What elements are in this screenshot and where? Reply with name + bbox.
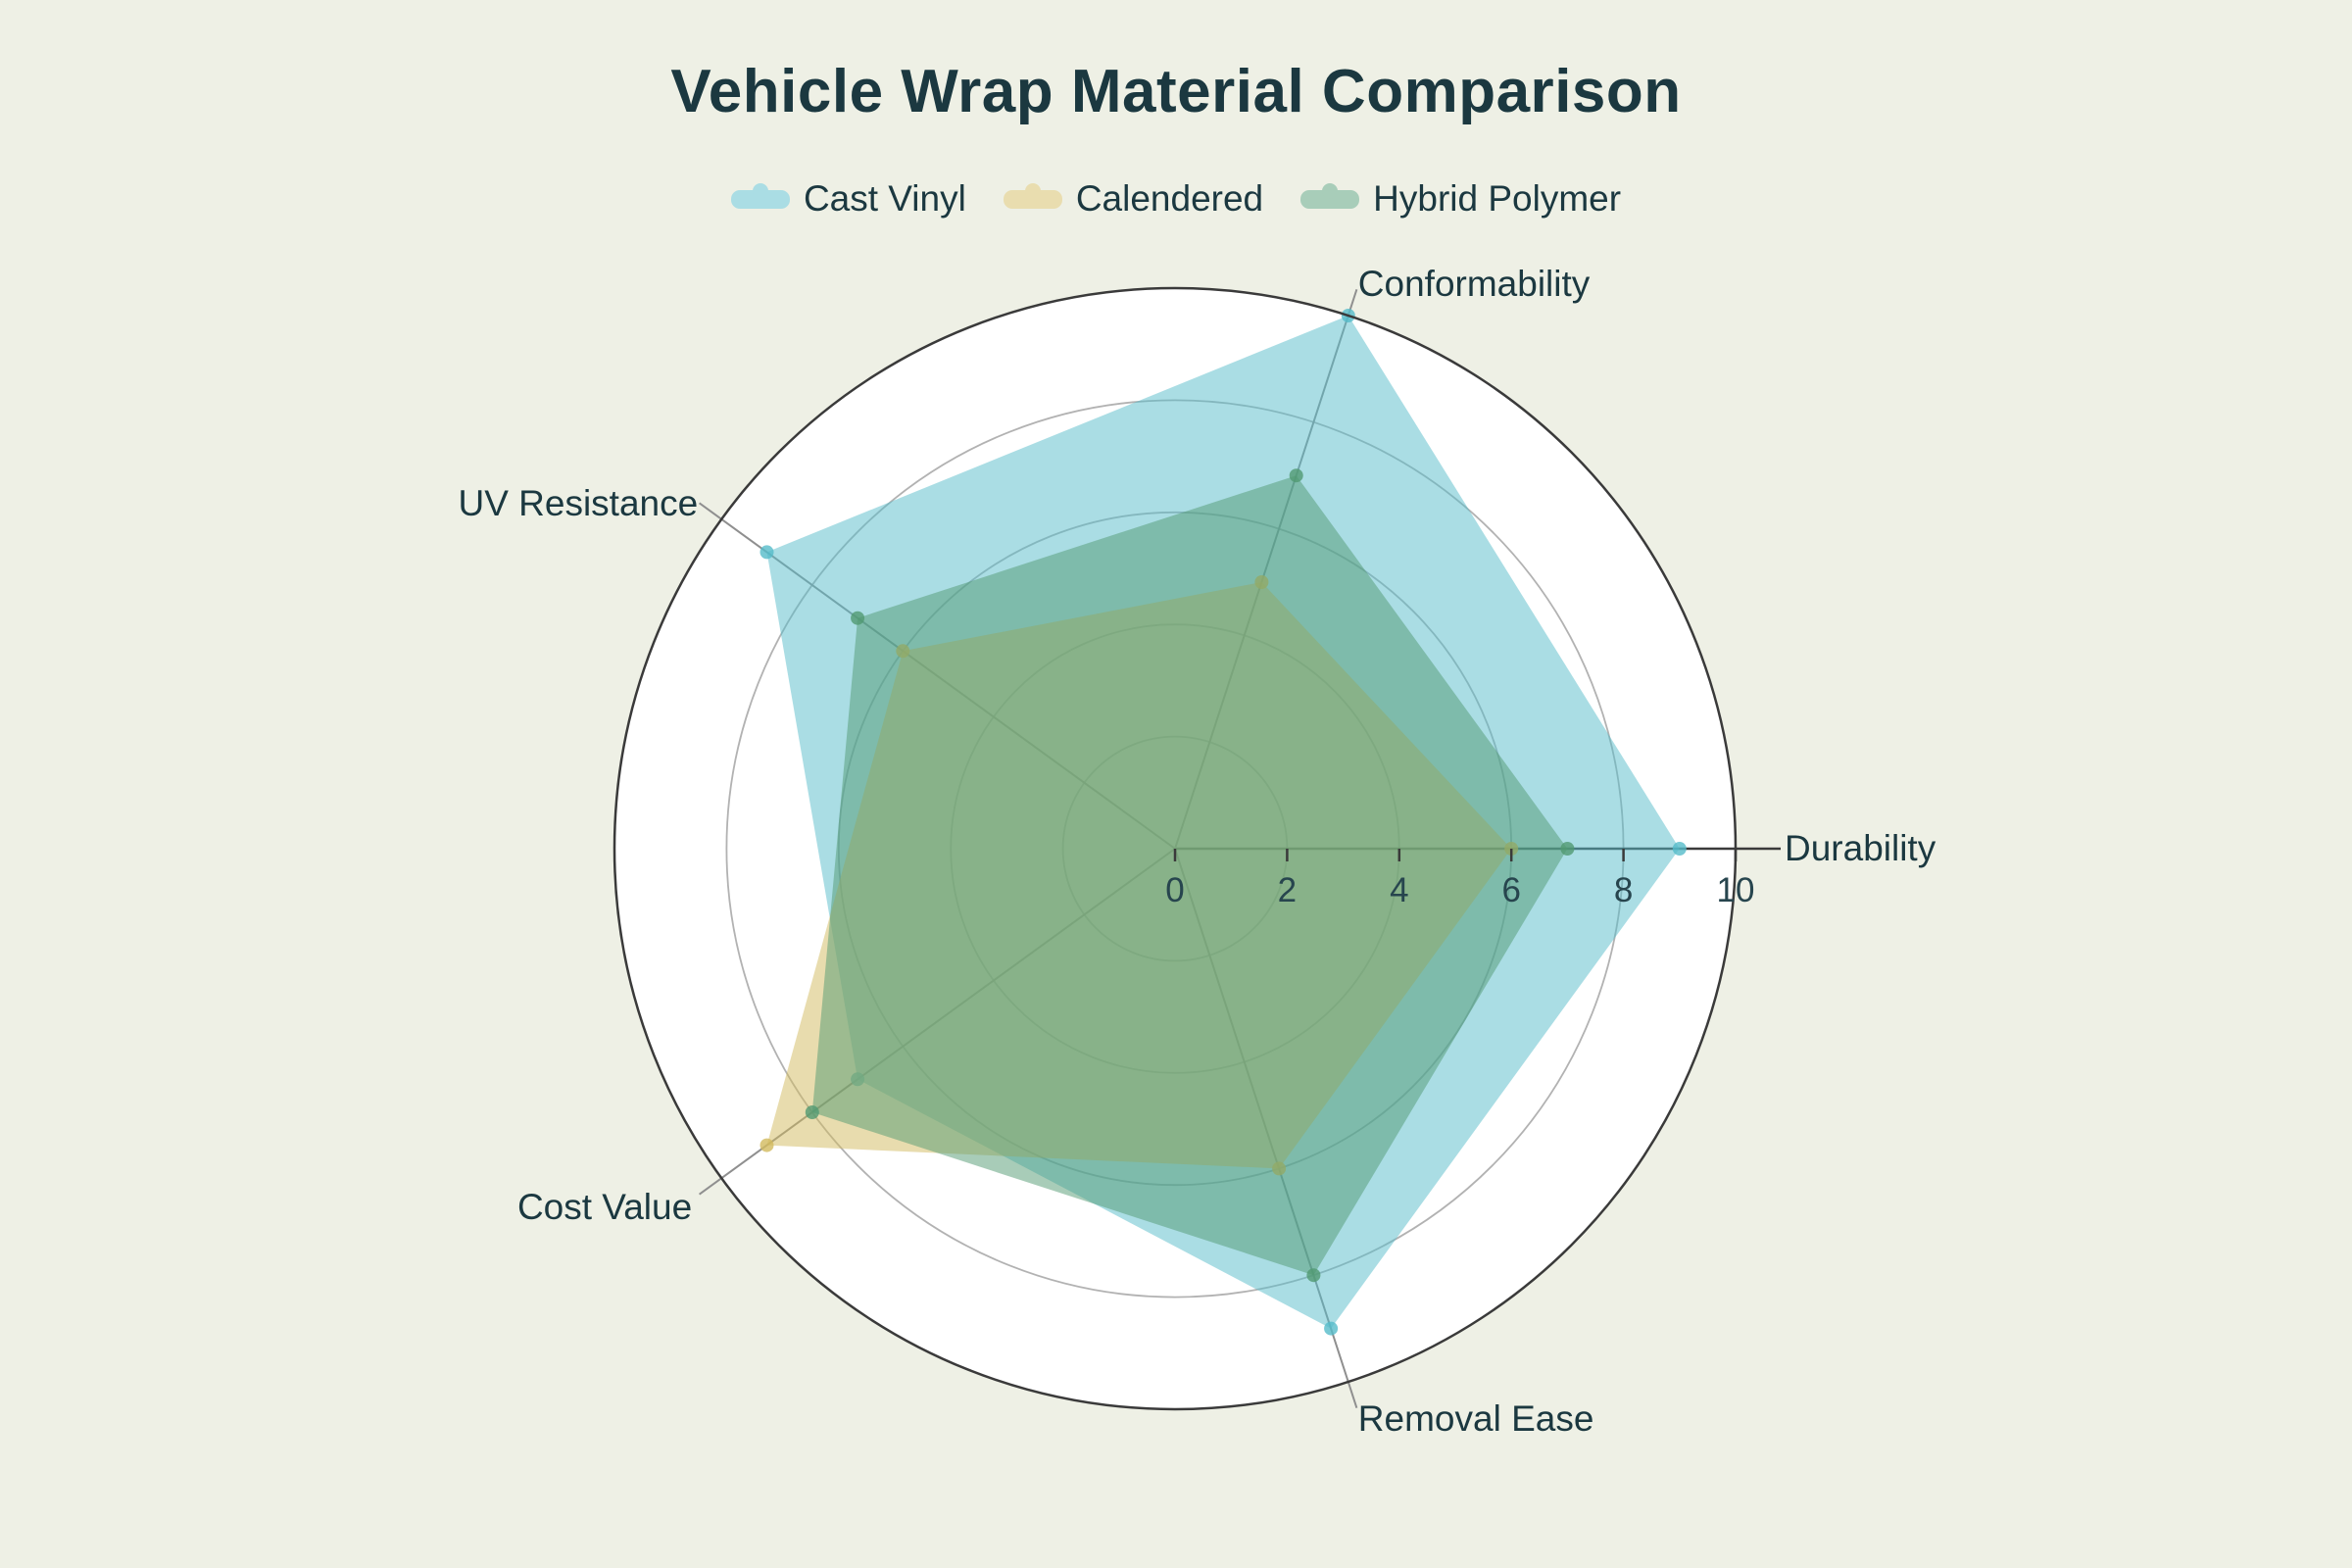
legend-swatch-icon xyxy=(1003,182,1062,209)
vertex-marker xyxy=(805,1105,819,1119)
radial-tick-label: 6 xyxy=(1501,871,1520,909)
vertex-marker xyxy=(1560,842,1575,856)
radial-tick-label: 4 xyxy=(1390,871,1408,909)
vertex-marker xyxy=(760,1138,774,1152)
legend-marker-dot-icon xyxy=(1322,182,1339,199)
vertex-marker xyxy=(1289,468,1303,483)
axis-label-removal-ease: Removal Ease xyxy=(1358,1398,1594,1439)
legend-label: Cast Vinyl xyxy=(803,178,966,219)
vertex-marker xyxy=(1672,842,1687,856)
axis-label-cost-value: Cost Value xyxy=(517,1187,692,1227)
legend-marker-dot-icon xyxy=(752,182,768,199)
vertex-marker xyxy=(1324,1321,1339,1336)
legend-marker-dot-icon xyxy=(1024,182,1041,199)
legend-item-hybrid-polymer[interactable]: Hybrid Polymer xyxy=(1300,178,1621,220)
chart-legend: Cast Vinyl Calendered Hybrid Polymer xyxy=(0,178,2352,220)
legend-item-calendered[interactable]: Calendered xyxy=(1003,178,1264,220)
axis-label-conformability: Conformability xyxy=(1358,264,1591,304)
series-polygon-hybrid-polymer xyxy=(811,475,1568,1276)
radial-tick-label: 2 xyxy=(1278,871,1297,909)
vertex-marker xyxy=(760,545,774,560)
radial-tick-label: 0 xyxy=(1165,871,1184,909)
page-title: Vehicle Wrap Material Comparison xyxy=(670,58,1682,125)
legend-label: Calendered xyxy=(1075,178,1264,219)
legend-swatch-icon xyxy=(1300,182,1360,209)
axis-label-durability: Durability xyxy=(1785,828,1936,868)
vertex-marker xyxy=(851,611,865,625)
legend-item-cast-vinyl[interactable]: Cast Vinyl xyxy=(730,178,966,220)
radial-tick-label: 8 xyxy=(1614,871,1633,909)
vertex-marker xyxy=(1306,1268,1321,1283)
legend-label: Hybrid Polymer xyxy=(1373,178,1622,219)
axis-label-uv-resistance: UV Resistance xyxy=(458,483,698,523)
radial-tick-label: 10 xyxy=(1717,871,1755,909)
legend-swatch-icon xyxy=(730,182,790,209)
